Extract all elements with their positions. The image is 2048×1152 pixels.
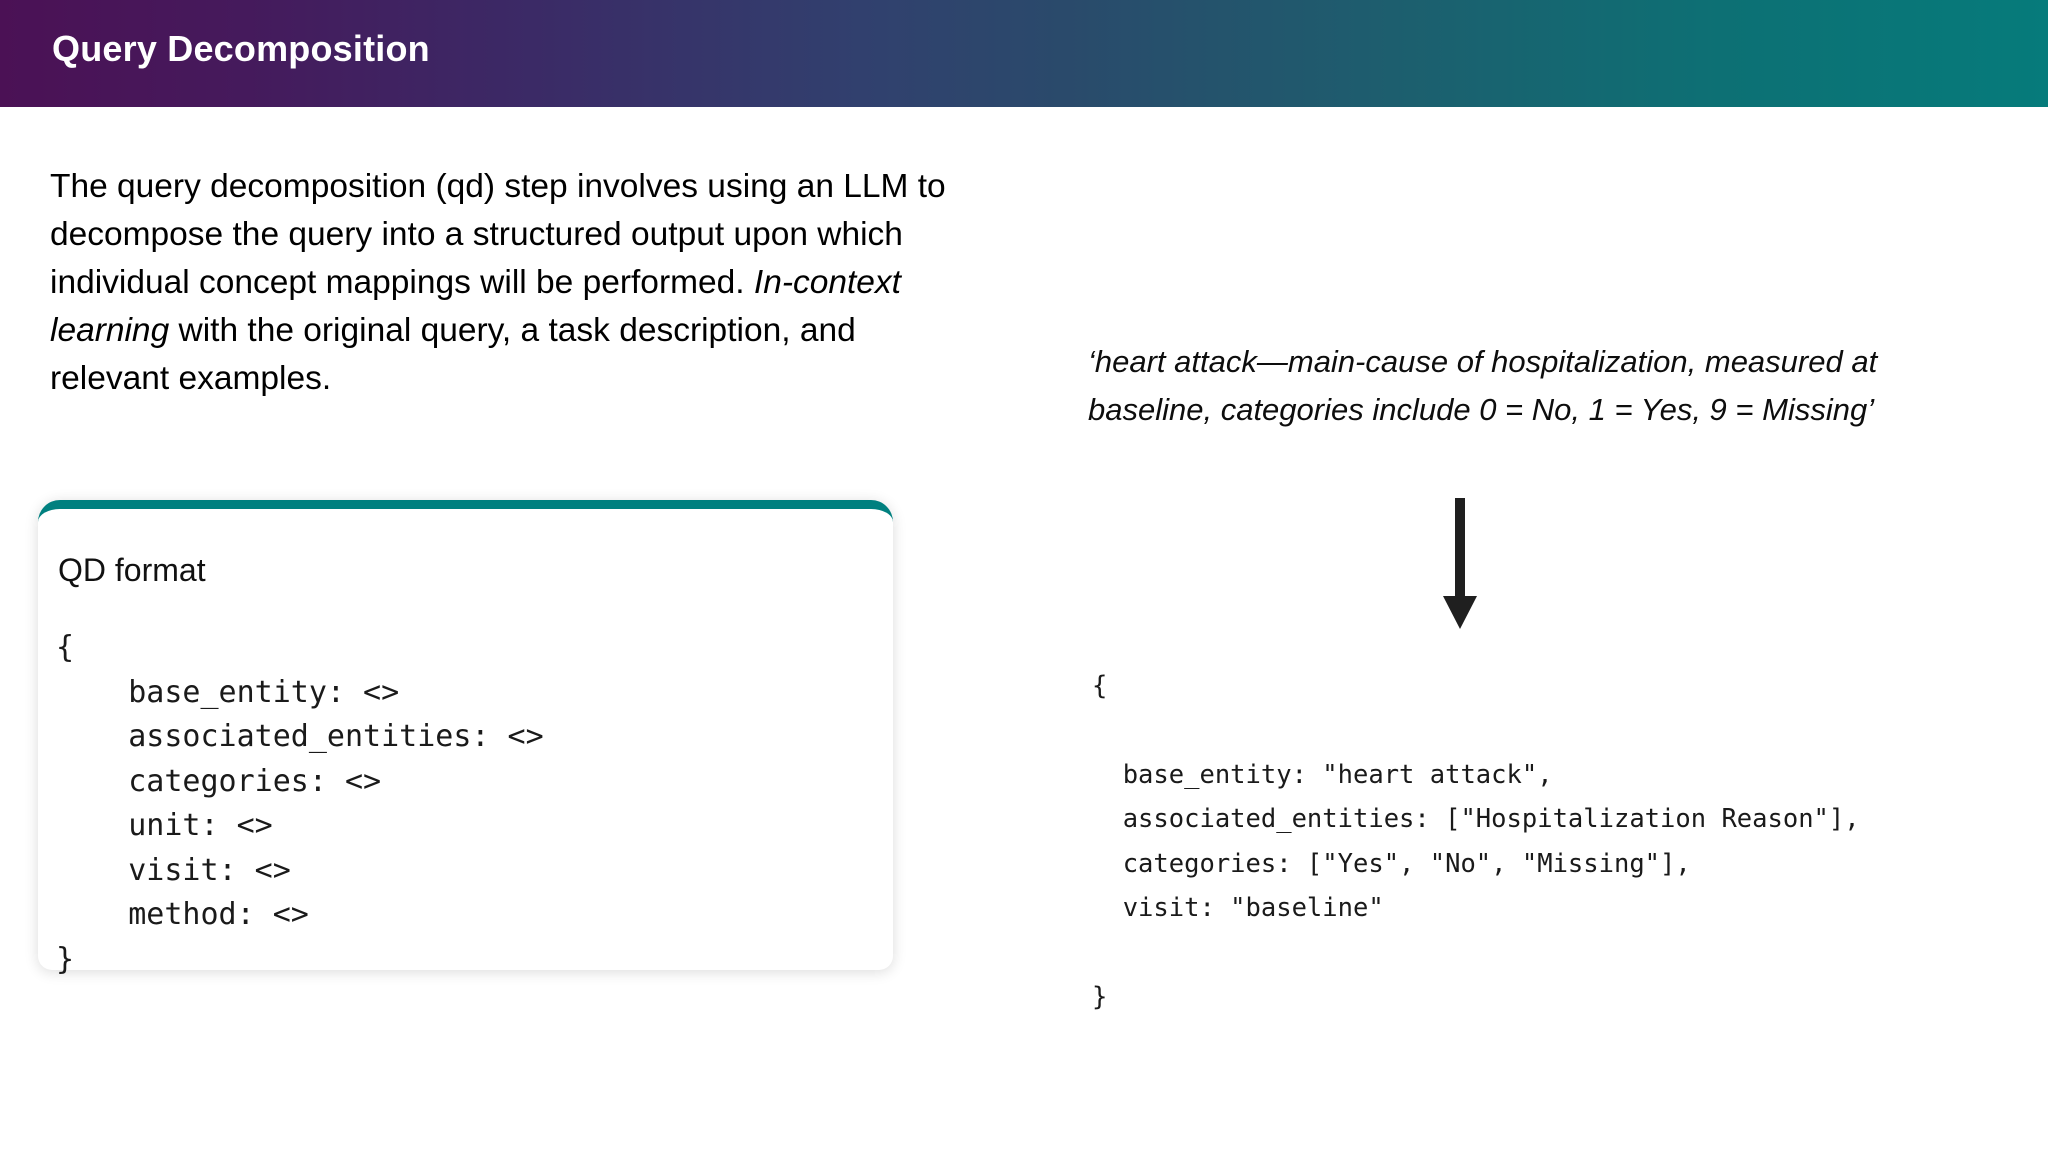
qd-output-code-block: { base_entity: "heart attack", associate… — [1092, 670, 1860, 1013]
description-text-part2: with the original query, a task descript… — [50, 312, 856, 397]
qd-format-label: QD format — [58, 552, 206, 588]
down-arrow-icon — [1430, 498, 1490, 630]
description-text-part1: The query decomposition (qd) step involv… — [50, 168, 946, 301]
page-title: Query Decomposition — [52, 28, 430, 69]
description-emphasis: In-context learning — [50, 264, 901, 349]
qd-format-code-block: { base_entity: <> associated_entities: <… — [56, 630, 544, 977]
header-banner — [0, 0, 2048, 107]
example-query-quote: ‘heart attack—main-cause of hospitalizat… — [1088, 344, 1878, 427]
description-paragraph: The query decomposition (qd) step involv… — [50, 163, 955, 403]
qd-format-card — [38, 500, 893, 970]
